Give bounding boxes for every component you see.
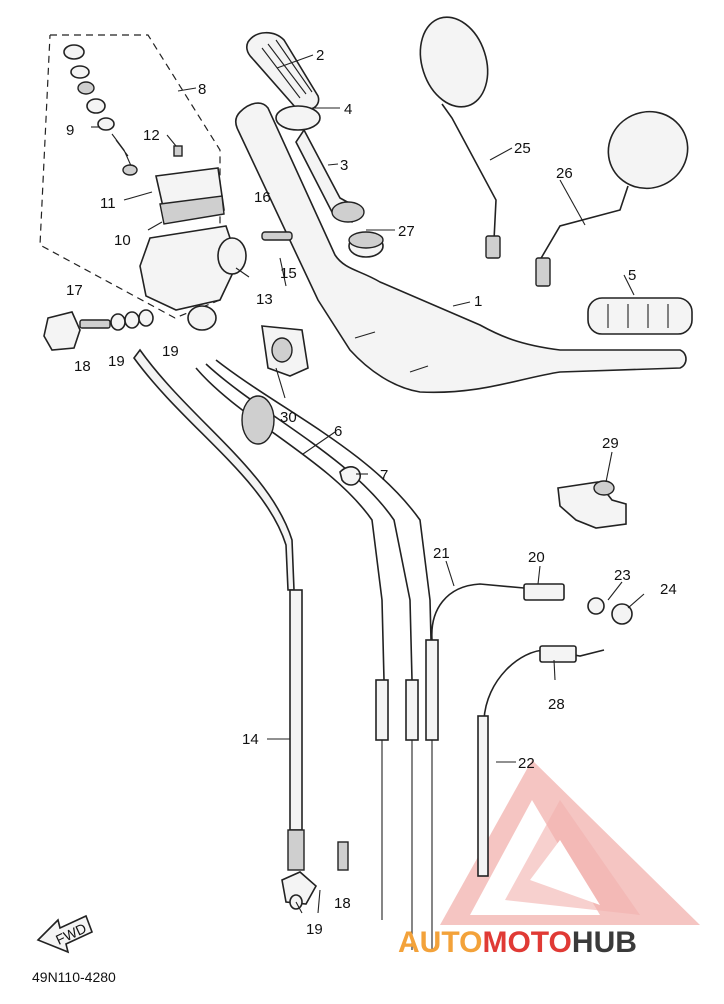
- assembly-outline-8: [39, 34, 221, 319]
- callout-8: 8: [198, 81, 206, 98]
- left-grip: [246, 31, 320, 112]
- callout-2: 2: [316, 47, 324, 64]
- callout-18a: 18: [74, 358, 91, 375]
- master-unit: [139, 167, 247, 331]
- callout-19a: 19: [108, 353, 125, 370]
- callout-11: 11: [100, 195, 116, 212]
- callout-17: 17: [66, 282, 83, 299]
- callout-7: 7: [380, 467, 388, 484]
- callouts: 1 2 3 4 5 6 7 8 9 10 11 12 13 14 15 16 1…: [66, 47, 677, 938]
- callout-1: 1: [474, 293, 482, 310]
- brand-part-c: HUB: [572, 926, 637, 959]
- fwd-arrow: FWD: [36, 914, 94, 954]
- banjo-bottom: [281, 841, 349, 910]
- banjo-fitting: [43, 309, 154, 351]
- callout-21: 21: [433, 545, 450, 562]
- callout-23: 23: [614, 567, 631, 584]
- watermark-logo: [440, 760, 700, 925]
- callout-29: 29: [602, 435, 619, 452]
- callout-13: 13: [256, 291, 273, 308]
- callout-3: 3: [340, 157, 348, 174]
- switch-29: [557, 480, 627, 529]
- brand-part-a: AUTO: [398, 926, 482, 959]
- bolt-16: [261, 231, 293, 241]
- callout-18b: 18: [334, 895, 351, 912]
- brand-part-b: MOTO: [482, 926, 571, 959]
- leader-lines: [91, 54, 645, 914]
- mirror-left: [419, 16, 501, 259]
- callout-16: 16: [254, 189, 271, 206]
- callout-19c: 19: [306, 921, 323, 938]
- throttle-sleeve: [295, 128, 365, 223]
- throttle-cables: [195, 359, 439, 950]
- svg-text:AUTOMOTOHUB: AUTOMOTOHUB: [398, 926, 637, 959]
- callout-20: 20: [528, 549, 545, 566]
- callout-5: 5: [628, 267, 636, 284]
- callout-4: 4: [344, 101, 352, 118]
- callout-14: 14: [242, 731, 259, 748]
- collar-27: [348, 231, 384, 258]
- switch-housing: [261, 325, 309, 377]
- mirror-right: [535, 110, 689, 287]
- callout-25: 25: [514, 140, 531, 157]
- clip-7: [339, 466, 361, 486]
- callout-26: 26: [556, 165, 573, 182]
- watermark-text: AUTOMOTOHUB: [398, 926, 637, 959]
- grip-end-ring: [275, 105, 321, 131]
- screw-12: [173, 145, 183, 157]
- cable-21: [431, 583, 633, 641]
- callout-30: 30: [280, 409, 297, 426]
- cable-22: [477, 645, 605, 877]
- callout-6: 6: [334, 423, 342, 440]
- callout-27: 27: [398, 223, 415, 240]
- callout-9: 9: [66, 122, 74, 139]
- diagram-code: 49N110-4280: [32, 969, 116, 985]
- callout-10: 10: [114, 232, 131, 249]
- brake-hose: [133, 348, 305, 871]
- callout-19b: 19: [162, 343, 179, 360]
- right-grip: [587, 297, 693, 335]
- handlebar: [235, 102, 687, 394]
- small-parts-9: [63, 44, 138, 176]
- callout-12: 12: [143, 127, 160, 144]
- callout-28: 28: [548, 696, 565, 713]
- callout-15: 15: [280, 265, 297, 282]
- callout-22: 22: [518, 755, 535, 772]
- callout-24: 24: [660, 581, 677, 598]
